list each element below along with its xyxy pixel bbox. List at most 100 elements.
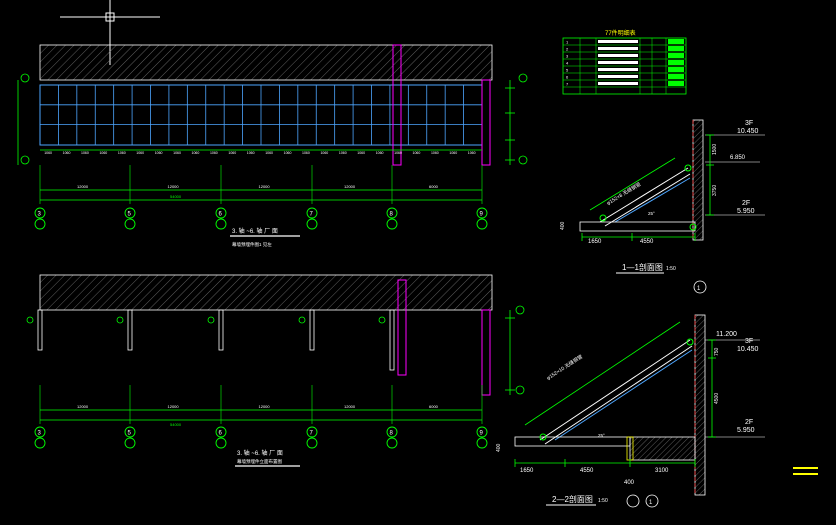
section-2-scale: 1:50 <box>598 498 608 504</box>
module-dim-label: 1060 <box>210 151 218 155</box>
module-dim-label: 1060 <box>265 151 273 155</box>
section-2-dim-slope <box>524 321 681 426</box>
svg-text:2F: 2F <box>742 200 750 207</box>
bay-dim-label: 12000 <box>168 404 180 409</box>
module-dim-label: 1060 <box>339 151 347 155</box>
curtain-wall-grid <box>39 84 483 146</box>
svg-text:11.200: 11.200 <box>716 331 737 338</box>
axis-bubble <box>215 426 227 438</box>
section-1-scale: 1:50 <box>666 266 676 272</box>
section-1-vertical-dims <box>706 134 714 216</box>
legend-row-num: 7 <box>566 82 569 87</box>
axis-bubble <box>124 207 136 219</box>
legend-row-line <box>598 47 638 50</box>
section-2-level-3f: 3F 10.450 <box>737 338 759 353</box>
svg-text:4550: 4550 <box>580 468 594 474</box>
axis-bubble <box>476 426 488 438</box>
section-2-axis-bubble <box>626 494 640 508</box>
legend-row-line <box>598 68 638 71</box>
elevation-top[interactable]: 1060 1060 1060 1060 1060 1060 1060 1060 1060 1060… <box>17 44 528 248</box>
section-2-slope-label: φ152×10 无缝钢管 <box>545 353 584 381</box>
bay-dim-label: 12000 <box>344 184 356 189</box>
svg-text:400: 400 <box>560 221 566 230</box>
legend-row-line <box>598 75 638 78</box>
module-dim-label: 1060 <box>468 151 476 155</box>
legend-row-num: 1 <box>566 40 569 45</box>
axis-label: 7 <box>310 212 314 218</box>
module-dim-label: 1060 <box>81 151 89 155</box>
section-2-base <box>514 436 631 447</box>
elevation-bottom-total-dim: 54000 <box>170 422 182 427</box>
module-dimension-row: 1060 1060 1060 1060 1060 1060 1060 1060 1060 1060… <box>40 149 482 155</box>
section-2-slab-hatch <box>629 436 696 461</box>
section-1-horizontal-dims <box>581 233 696 241</box>
module-dim-label: 1060 <box>431 151 439 155</box>
axis-label: 9 <box>480 431 484 437</box>
legend-row-swatch <box>668 60 684 65</box>
svg-text:3100: 3100 <box>655 468 669 474</box>
svg-text:1650: 1650 <box>588 239 602 245</box>
roof-slab-hatch <box>39 44 493 81</box>
svg-text:400: 400 <box>624 480 635 486</box>
svg-text:5.950: 5.950 <box>737 427 755 434</box>
elevation-top-subtitle: 幕墙预埋件图1 见左 <box>232 241 272 248</box>
axis-bubble-lower <box>215 218 227 230</box>
legend-row-line <box>598 61 638 64</box>
axis-bubble-lower <box>124 218 136 230</box>
yellow-legend-marker <box>793 467 818 475</box>
svg-text:5.950: 5.950 <box>737 208 755 215</box>
module-dim-label: 1060 <box>63 151 71 155</box>
svg-text:1: 1 <box>697 286 701 292</box>
axis-bubble <box>34 207 46 219</box>
axis-bubble <box>306 207 318 219</box>
section-2-title: 2—2剖面图 <box>552 494 593 504</box>
axis-label: 3 <box>38 212 42 218</box>
legend-row-line <box>598 82 638 85</box>
svg-text:750: 750 <box>714 347 720 356</box>
roof-slab-hatch-bottom <box>39 274 493 311</box>
axis-label: 8 <box>390 431 394 437</box>
svg-text:2F: 2F <box>745 419 753 426</box>
embed-post <box>218 309 224 351</box>
axis-bubble <box>476 207 488 219</box>
module-dim-label: 1060 <box>173 151 181 155</box>
section-1-level-2f: 2F 5.950 <box>705 200 765 216</box>
section-1-1[interactable]: φ152×8 无缝钢管 25° 3F 10.450 6.850 2F 5.950… <box>560 119 765 294</box>
bay-dim-label: 6000 <box>429 184 439 189</box>
embed-post <box>127 309 133 351</box>
section-2-angle: 25° <box>598 433 605 438</box>
svg-text:4500: 4500 <box>714 393 720 404</box>
svg-text:10.450: 10.450 <box>737 346 759 353</box>
axis-bubble-lower <box>306 437 318 449</box>
axis-label: 6 <box>219 431 223 437</box>
axis-label: 3 <box>38 431 42 437</box>
section-2-2[interactable]: φ152×10 无缝钢管 25° 11.200 3F 10.450 2F 5.9… <box>496 314 765 508</box>
module-dim-label: 1060 <box>376 151 384 155</box>
embed-posts <box>26 279 407 376</box>
legend-row-swatch <box>668 39 684 44</box>
svg-text:1650: 1650 <box>520 468 534 474</box>
section-2-level-2f: 2F 5.950 <box>705 419 765 438</box>
legend-row-num: 3 <box>566 54 569 59</box>
embed-post <box>37 309 43 351</box>
module-dim-label: 1060 <box>413 151 421 155</box>
section-2-axis-bubble-2 <box>645 494 659 508</box>
section-1-title: 1—1剖面图 <box>622 262 663 272</box>
section-1-angle: 25° <box>648 211 655 216</box>
section-2-horizontal-dims <box>514 459 696 467</box>
embed-post <box>389 309 395 371</box>
side-dimension-right <box>505 73 528 165</box>
axis-bubble-lower <box>124 437 136 449</box>
axis-bubble <box>124 426 136 438</box>
axis-bubble <box>386 207 398 219</box>
legend-table-title: 77件明细表 <box>605 29 636 37</box>
axis-label: 5 <box>128 212 132 218</box>
end-column <box>481 79 491 166</box>
legend-row-num: 6 <box>566 75 569 80</box>
svg-text:3750: 3750 <box>712 185 718 196</box>
